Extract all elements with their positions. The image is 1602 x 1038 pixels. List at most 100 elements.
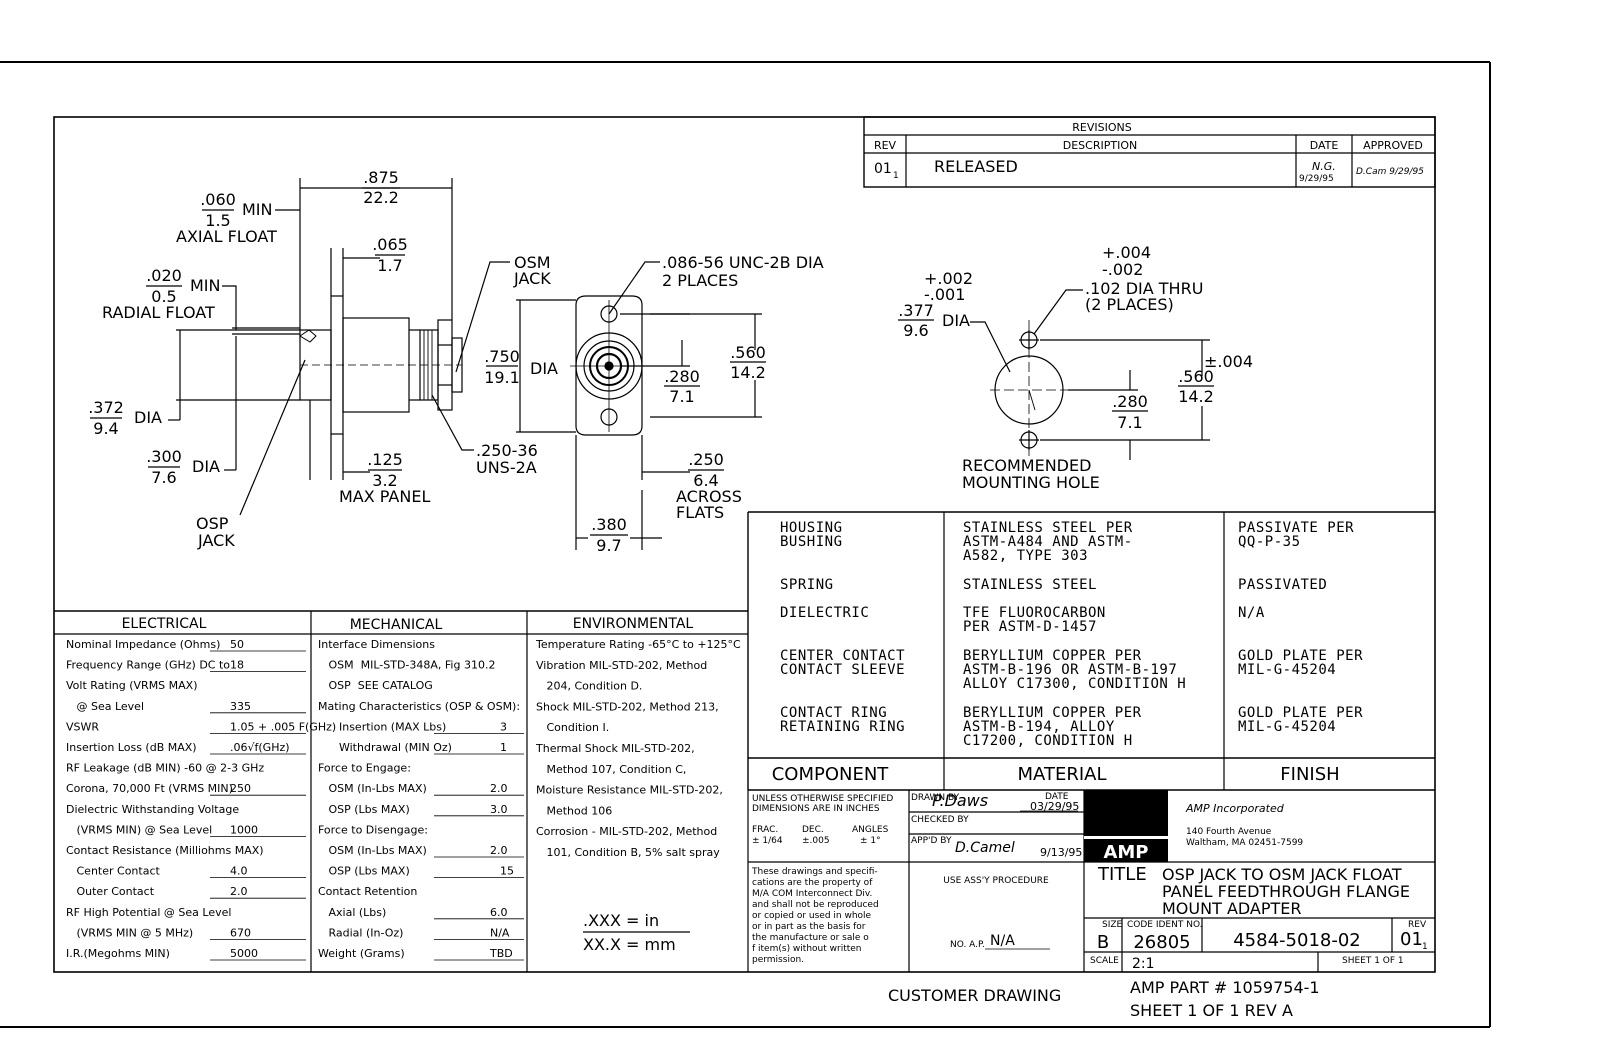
material-dielectric-2: PER ASTM-D-1457 — [963, 619, 1097, 635]
environmental-spec: Corrosion - MIL-STD-202, Method — [536, 825, 717, 838]
mechanical-spec-label: Radial (In-Oz) — [318, 926, 403, 939]
thru-note-1: .102 DIA THRU — [1085, 279, 1203, 298]
rev-value-sub: 1 — [893, 171, 899, 181]
mechanical-spec-value: TBD — [489, 947, 513, 960]
min-label-2: MIN — [190, 276, 221, 295]
dim-250-mm: 6.4 — [693, 471, 718, 490]
radial-float-label: RADIAL FLOAT — [102, 303, 215, 322]
property-notice-line: or copied or used in whole — [752, 911, 872, 921]
electrical-spec-label: Dielectric Withstanding Voltage — [66, 803, 239, 816]
finish-header: FINISH — [1280, 764, 1339, 785]
drawing-title-3: MOUNT ADAPTER — [1162, 899, 1302, 918]
flats-label: FLATS — [676, 503, 724, 522]
spec-tables: ELECTRICAL MECHANICAL ENVIRONMENTAL Nomi… — [54, 610, 748, 972]
property-notice-line: f item(s) without written — [752, 944, 862, 954]
tol-004: ±.004 — [1204, 352, 1253, 371]
checked-by-label: CHECKED BY — [911, 815, 969, 825]
rev-value: 01 — [874, 161, 892, 177]
tol-plus-1: +.004 — [1102, 243, 1151, 262]
mechanical-spec-label: OSM (In-Lbs MAX) — [318, 782, 427, 795]
company-address-2: Waltham, MA 02451-7599 — [1186, 838, 1303, 848]
environmental-specs: Temperature Rating -65°C to +125°C Vibrat… — [535, 638, 741, 859]
drawn-by-label: DRAWN BY — [911, 793, 960, 803]
drawing-title-1: OSP JACK TO OSM JACK FLOAT — [1162, 865, 1402, 884]
property-notice-line: and shall not be reproduced — [752, 900, 879, 910]
component-spring: SPRING — [780, 577, 834, 593]
dim-300-mm: 7.6 — [151, 468, 176, 487]
mh-dim-560-mm: 14.2 — [1178, 387, 1214, 406]
electrical-spec-label: Outer Contact — [66, 885, 155, 898]
dia-label-1: DIA — [134, 408, 162, 427]
property-notice-line: the manufacture or sale o — [752, 933, 869, 943]
finish-housing-2: QQ-P-35 — [1238, 534, 1301, 550]
revision-description: RELEASED — [934, 157, 1018, 176]
revision-date: 9/29/95 — [1299, 174, 1334, 184]
component-housing: HOUSING — [780, 520, 843, 536]
hole-note-2: 2 PLACES — [662, 271, 738, 290]
dia-label-4: DIA — [942, 311, 970, 330]
component-center-contact: CENTER CONTACT — [780, 648, 905, 664]
osm-label: OSM — [514, 253, 551, 272]
mechanical-spec-label: Contact Retention — [318, 885, 417, 898]
code-ident-value: 26805 — [1133, 932, 1190, 953]
description-header: DESCRIPTION — [1063, 139, 1137, 152]
electrical-spec-label: Nominal Impedance (Ohms) — [66, 638, 220, 651]
mechanical-spec-label: Force to Engage: — [318, 762, 411, 775]
finish-center-1: GOLD PLATE PER — [1238, 648, 1363, 664]
dec-label: DEC. — [802, 825, 824, 835]
drawn-date: 03/29/95 — [1030, 800, 1079, 813]
environmental-spec: Method 106 — [536, 804, 612, 817]
dec-tol: ±.005 — [802, 836, 830, 846]
environmental-spec: Temperature Rating -65°C to +125°C — [535, 638, 741, 651]
appd-by-signature: D.Camel — [955, 840, 1015, 856]
environmental-spec: Shock MIL-STD-202, Method 213, — [536, 700, 719, 713]
dim-250: .250 — [688, 450, 724, 469]
environmental-spec: Vibration MIL-STD-202, Method — [536, 659, 707, 672]
material-dielectric-1: TFE FLUOROCARBON — [963, 605, 1106, 621]
min-label-1: MIN — [242, 200, 273, 219]
use-assy-procedure: USE ASS'Y PROCEDURE — [943, 876, 1049, 886]
dim-380: .380 — [591, 515, 627, 534]
front-view: .086-56 UNC-2B DIA 2 PLACES .750 19.1 DI… — [484, 253, 824, 555]
osm-jack-label: JACK — [513, 269, 551, 288]
mechanical-spec-label: Insertion (MAX Lbs) — [318, 720, 446, 733]
material-housing-3: A582, TYPE 303 — [963, 548, 1088, 564]
size-value: B — [1097, 932, 1109, 953]
environmental-spec: Moisture Resistance MIL-STD-202, — [536, 784, 723, 797]
electrical-spec-label: Corona, 70,000 Ft (VRMS MIN) — [66, 782, 233, 795]
finish-center-2: MIL-G-45204 — [1238, 662, 1336, 678]
approved-header: APPROVED — [1363, 139, 1423, 152]
title-block: UNLESS OTHERWISE SPECIFIED DIMENSIONS AR… — [747, 790, 1435, 972]
amp-part-number: AMP PART # 1059754-1 — [1130, 978, 1320, 997]
dim-065: .065 — [372, 235, 408, 254]
electrical-spec-label: I.R.(Megohms MIN) — [66, 947, 170, 960]
mechanical-spec-label: Weight (Grams) — [318, 947, 405, 960]
dim-280-mm: 7.1 — [669, 387, 694, 406]
property-notice-line: M/A COM Interconnect Div. — [752, 889, 872, 899]
drawing-title-2: PANEL FEEDTHROUGH FLANGE — [1162, 882, 1410, 901]
dim-372-mm: 9.4 — [93, 419, 118, 438]
appd-by-label: APP'D BY — [911, 836, 952, 846]
mounting-hole-label: MOUNTING HOLE — [962, 473, 1100, 492]
revision-approved: D.Cam 9/29/95 — [1356, 167, 1424, 177]
property-notice-line: or in part as the basis for — [752, 922, 866, 932]
mechanical-spec-value: 6.0 — [490, 906, 508, 919]
environmental-spec: Method 107, Condition C, — [536, 763, 686, 776]
electrical-spec-value: 250 — [230, 782, 251, 795]
dim-380-mm: 9.7 — [596, 536, 621, 555]
component-header: COMPONENT — [772, 764, 890, 785]
component-bushing: BUSHING — [780, 534, 843, 550]
mechanical-spec-value: 3 — [500, 720, 507, 733]
component-dielectric: DIELECTRIC — [780, 605, 869, 621]
dim-020-mm: 0.5 — [151, 287, 176, 306]
rev-header: REV — [874, 139, 897, 152]
thread-class: UNS-2A — [476, 458, 537, 477]
material-housing-2: ASTM-A484 AND ASTM- — [963, 534, 1133, 550]
finish-dielectric: N/A — [1238, 605, 1265, 621]
dim-300: .300 — [146, 447, 182, 466]
rev-number: 01 — [1400, 929, 1423, 950]
mechanical-spec-value: 15 — [500, 865, 514, 878]
property-notice: These drawings and specifi-cations are t… — [751, 867, 879, 965]
